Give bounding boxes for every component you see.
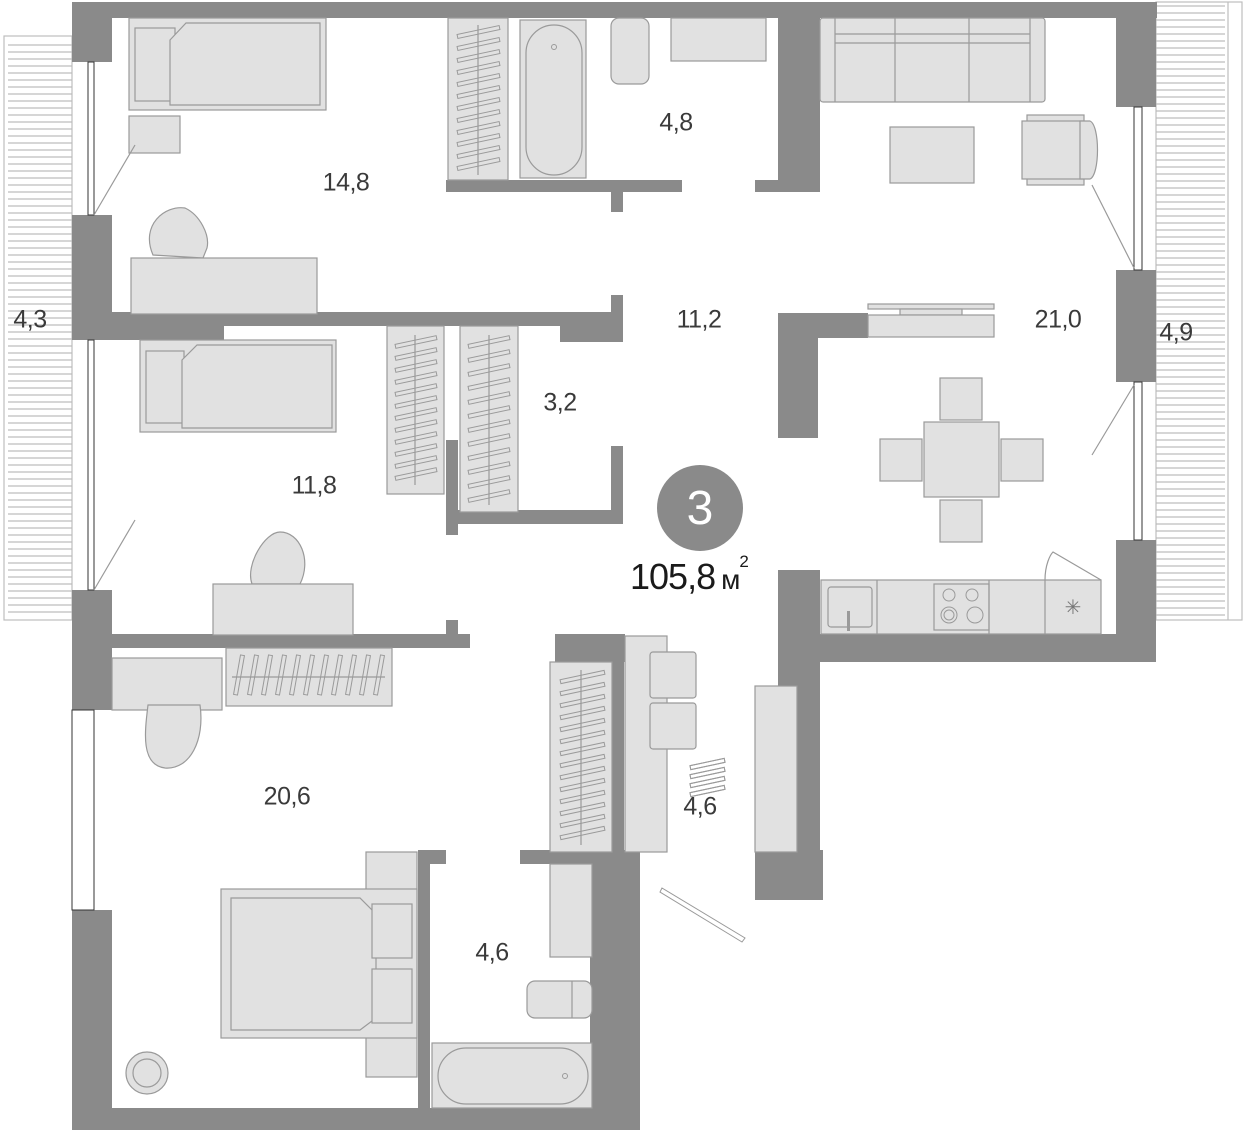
bed-single-middle bbox=[139, 339, 337, 433]
bathroom-top-fixtures bbox=[447, 17, 767, 181]
room-area-entrance-hall: 4,6 bbox=[683, 792, 717, 821]
desk-middle bbox=[212, 531, 354, 636]
room-area-hallway: 11,2 bbox=[676, 305, 722, 334]
desk-master bbox=[144, 704, 202, 769]
balcony-right bbox=[1155, 1, 1243, 621]
dining-set bbox=[879, 377, 1044, 543]
room-area-master-bedroom: 20,6 bbox=[263, 782, 311, 811]
balcony-area-right: 4,9 bbox=[1159, 318, 1193, 347]
sofa bbox=[819, 17, 1046, 103]
room-area-living-kitchen: 21,0 bbox=[1034, 305, 1082, 334]
room-area-bathroom-bottom: 4,6 bbox=[475, 938, 509, 967]
desk-top bbox=[130, 207, 318, 315]
rooms-count: 3 bbox=[686, 481, 714, 535]
balcony-area-left: 4,3 bbox=[13, 305, 47, 334]
rooms-count-badge: 3 bbox=[657, 465, 743, 551]
walls bbox=[72, 2, 1157, 1130]
room-area-wardrobe: 3,2 bbox=[543, 388, 577, 417]
room-area-bathroom-top: 4,8 bbox=[659, 108, 693, 137]
balcony-left bbox=[3, 35, 73, 621]
armchair bbox=[1021, 114, 1099, 186]
kitchen-counter: ✳ bbox=[820, 551, 1102, 635]
windows bbox=[71, 61, 1143, 911]
total-area-value: 105,8 bbox=[630, 556, 716, 597]
entrance-door bbox=[659, 887, 746, 943]
coffee-table bbox=[889, 126, 975, 184]
nightstand bbox=[128, 115, 181, 154]
tv-unit bbox=[867, 303, 995, 338]
total-area-unit-sup: 2 bbox=[739, 552, 749, 571]
room-area-bedroom-middle: 11,8 bbox=[291, 471, 337, 500]
bed-single-top bbox=[128, 17, 327, 111]
svg-text:✳: ✳ bbox=[1065, 595, 1082, 619]
room-area-bedroom-top-left: 14,8 bbox=[322, 168, 370, 197]
bed-double bbox=[220, 851, 418, 1078]
plant bbox=[125, 1051, 169, 1095]
total-area-unit: м bbox=[721, 564, 740, 595]
bathroom-bottom-fixtures bbox=[431, 863, 593, 1109]
